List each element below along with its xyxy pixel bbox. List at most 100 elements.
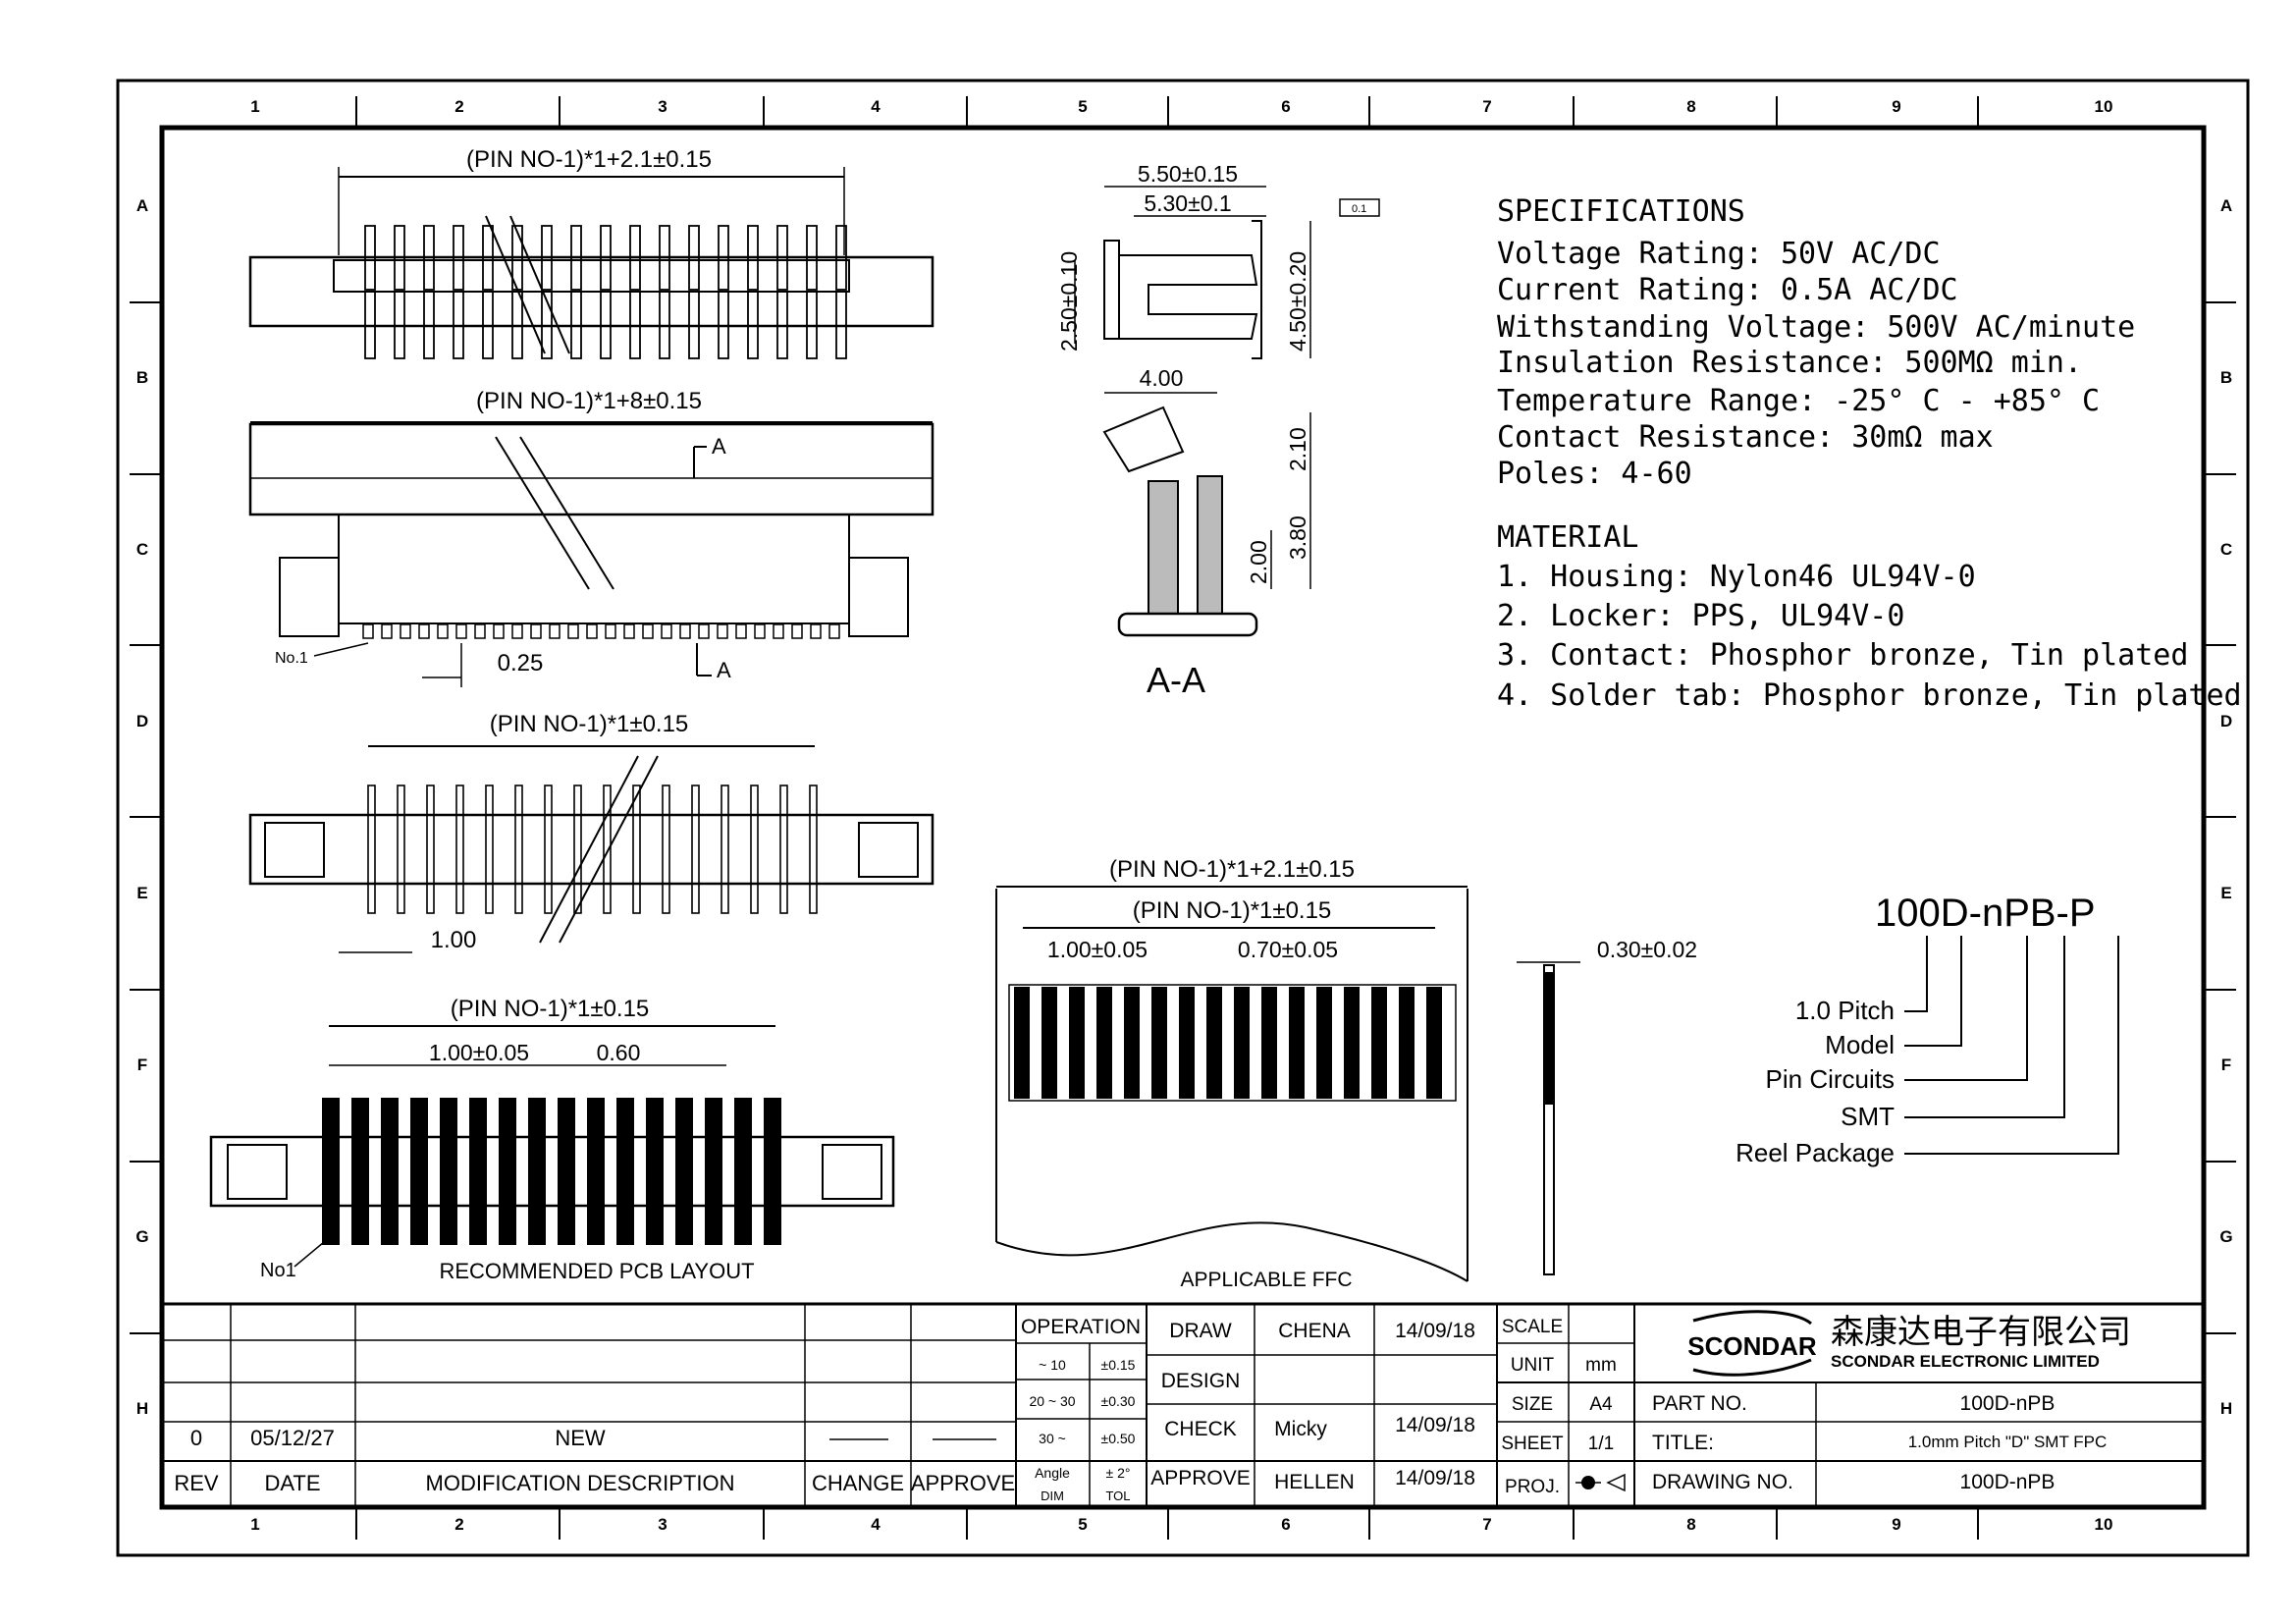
connector-pin: [367, 785, 376, 914]
dim-200: 2.00: [1246, 540, 1271, 584]
part-no-label: PART NO.: [1652, 1392, 1747, 1415]
material-line: 2. Locker: PPS, UL94V-0: [1497, 599, 1904, 633]
column-label: 2: [454, 97, 463, 116]
row-label: D: [136, 712, 148, 731]
dim-450: 4.50±0.20: [1285, 251, 1310, 352]
contact-tail: [530, 623, 542, 639]
title-value: 1.0mm Pitch "D" SMT FPC: [1908, 1433, 2108, 1451]
proj-label: PROJ.: [1505, 1477, 1560, 1497]
pcb-pad: [764, 1098, 781, 1245]
contact-tail: [418, 623, 430, 639]
row-label: D: [2220, 712, 2232, 731]
part-code: 100D-nPB-P 1.0 Pitch Model Pin Circuits …: [1735, 892, 2119, 1167]
contact-tail: [511, 623, 523, 639]
tol-dim: Angle: [1035, 1465, 1070, 1481]
row-label: E: [136, 884, 147, 902]
connector-pin: [394, 291, 405, 359]
connector-pin: [514, 785, 523, 914]
connector-pin: [364, 291, 376, 359]
pcb-caption: RECOMMENDED PCB LAYOUT: [439, 1259, 754, 1283]
contact-tail: [381, 623, 393, 639]
column-label: 5: [1078, 1515, 1087, 1534]
connector-pin: [632, 785, 641, 914]
connector-pin: [541, 291, 553, 359]
dim-400: 4.00: [1140, 365, 1184, 391]
part-no-value: 100D-nPB: [1960, 1392, 2056, 1415]
connector-pin: [776, 291, 788, 359]
flatness-value: 0.1: [1352, 203, 1366, 215]
contact-tail: [605, 623, 616, 639]
connector-pin: [600, 225, 612, 291]
projection-symbol-icon: [1575, 1473, 1626, 1492]
column-label: 10: [2095, 97, 2113, 116]
legend-pin-circuits: Pin Circuits: [1766, 1064, 1895, 1094]
hdr-change: CHANGE: [812, 1471, 904, 1495]
ffc-contact-area: [1008, 984, 1457, 1102]
column-label: 9: [1892, 97, 1900, 116]
dim-250: 2.50±0.10: [1056, 251, 1082, 352]
connector-pin: [485, 785, 494, 914]
connector-pin: [721, 785, 729, 914]
connector-pin: [747, 225, 759, 291]
pcb-pad: [381, 1098, 399, 1245]
connector-pin: [364, 225, 376, 291]
connector-pin: [718, 225, 729, 291]
pcb-pad-dim: 1.00±0.05: [429, 1040, 529, 1065]
column-label: 3: [658, 1515, 667, 1534]
spec-line: Withstanding Voltage: 500V AC/minute: [1497, 310, 2135, 345]
connector-pin: [809, 785, 818, 914]
pcb-layout: (PIN NO-1)*1±0.15 1.00±0.05 0.60 No1 REC…: [209, 996, 895, 1283]
ffc-conductor: [1426, 987, 1442, 1099]
signoff-date: 14/09/18: [1395, 1467, 1475, 1489]
column-label: 1: [250, 1515, 259, 1534]
connector-pin: [835, 225, 847, 291]
row-label: A: [136, 196, 148, 215]
unit-label: UNIT: [1511, 1355, 1555, 1376]
contact-tail: [400, 623, 411, 639]
contact-tail: [642, 623, 654, 639]
tol-value: ±0.50: [1101, 1431, 1136, 1446]
pcb-pad: [705, 1098, 722, 1245]
column-label: 7: [1482, 97, 1491, 116]
contact-tail: [810, 623, 822, 639]
ffc-conductor: [1096, 987, 1112, 1099]
connector-pin: [806, 291, 818, 359]
unit-value: mm: [1585, 1355, 1617, 1376]
connector-pin: [426, 785, 435, 914]
contact-tail: [567, 623, 579, 639]
connector-pin: [544, 785, 553, 914]
signoff-role: APPROVE: [1150, 1467, 1251, 1489]
flatness-callout: [1339, 198, 1380, 217]
connector-pin: [455, 785, 464, 914]
pcb-pad: [558, 1098, 575, 1245]
column-label: 4: [871, 1515, 881, 1534]
connector-pin: [453, 225, 464, 291]
ffc-thickness: 0.30±0.02: [1597, 937, 1697, 962]
top-view: (PIN NO-1)*1+2.1±0.15: [248, 146, 934, 359]
contact-tail: [493, 623, 505, 639]
ffc-dim-inner: (PIN NO-1)*1±0.15: [1133, 897, 1332, 924]
part-code-text: 100D-nPB-P: [1875, 892, 2096, 935]
contact-tail: [455, 623, 467, 639]
ffc-conductor: [1316, 987, 1332, 1099]
outer-border: [116, 79, 2250, 1557]
pcb-no1-label: No1: [260, 1260, 296, 1281]
title-label: TITLE:: [1652, 1432, 1714, 1454]
legend-model: Model: [1825, 1030, 1895, 1059]
hdr-desc: MODIFICATION DESCRIPTION: [426, 1471, 735, 1495]
column-label: 8: [1686, 97, 1695, 116]
ffc-conductor: [1041, 987, 1057, 1099]
connector-pin: [688, 225, 700, 291]
connector-pin: [691, 785, 700, 914]
connector-pin: [394, 225, 405, 291]
connector-pin: [806, 225, 818, 291]
ffc-conductor: [1124, 987, 1140, 1099]
contact-tail: [717, 623, 728, 639]
spec-line: Current Rating: 0.5A AC/DC: [1497, 273, 1958, 307]
pcb-pad: [616, 1098, 634, 1245]
dim-530: 5.30±0.1: [1144, 190, 1231, 216]
ffc-caption: APPLICABLE FFC: [1180, 1269, 1352, 1291]
hdr-approve: APPROVE: [911, 1471, 1015, 1495]
ffc-conductor: [1371, 987, 1387, 1099]
